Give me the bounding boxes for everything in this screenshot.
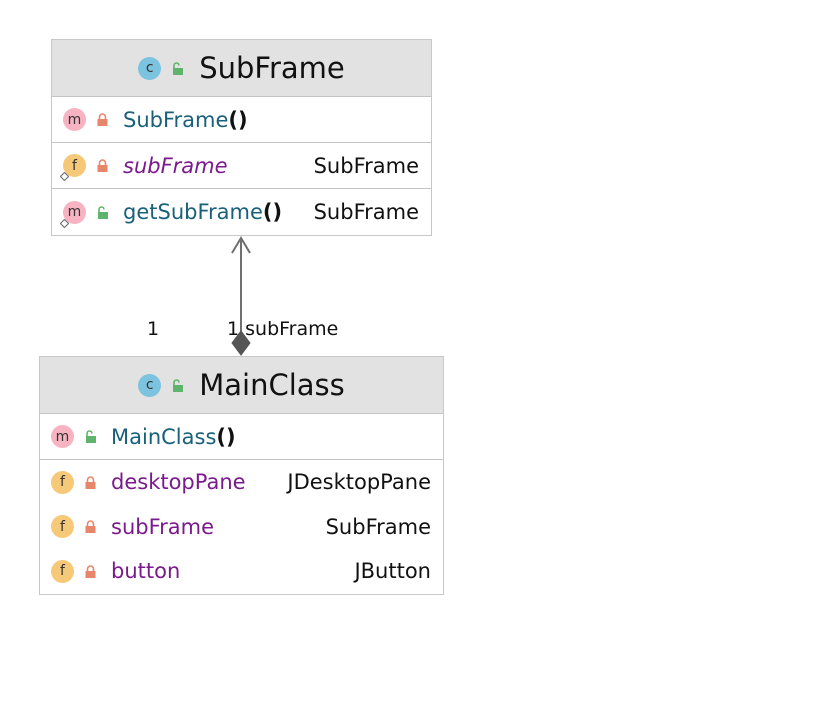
- method-return-type: SubFrame: [313, 200, 419, 224]
- method-row[interactable]: m getSubFrame() SubFrame: [52, 189, 431, 235]
- field-row[interactable]: f button JButton: [40, 549, 443, 594]
- override-icon: [60, 218, 69, 228]
- navigation-arrowhead: [231, 236, 251, 254]
- private-visibility-icon: [85, 565, 96, 578]
- private-visibility-icon: [97, 113, 108, 126]
- field-name: desktopPane: [111, 470, 246, 495]
- left-multiplicity-label: 1: [147, 318, 160, 340]
- public-visibility-icon: [98, 205, 108, 219]
- field-icon: f: [51, 515, 74, 539]
- field-icon: f: [51, 559, 74, 583]
- field-row[interactable]: f subFrame SubFrame: [52, 143, 431, 189]
- class-name: SubFrame: [199, 51, 345, 85]
- field-type: SubFrame: [313, 153, 419, 178]
- method-icon: m: [63, 108, 86, 131]
- association-role-label: 1 subFrame: [227, 318, 339, 340]
- public-visibility-icon: [86, 430, 96, 443]
- method-icon: m: [51, 425, 74, 448]
- private-visibility-icon: [85, 520, 96, 534]
- composition-diamond: [231, 330, 251, 356]
- public-visibility-icon: [173, 378, 184, 392]
- class-icon: c: [138, 56, 162, 80]
- private-visibility-icon: [97, 159, 108, 172]
- class-header: c SubFrame: [52, 40, 431, 97]
- field-type: SubFrame: [325, 514, 431, 539]
- field-icon: f: [51, 470, 74, 494]
- constructor-row[interactable]: m SubFrame(): [52, 97, 431, 143]
- field-name: subFrame: [111, 514, 215, 539]
- class-header: c MainClass: [40, 357, 443, 414]
- field-row[interactable]: f desktopPane JDesktopPane: [40, 460, 443, 505]
- method-icon: m: [60, 200, 86, 228]
- field-row[interactable]: f subFrame SubFrame: [40, 505, 443, 550]
- field-name: subFrame: [123, 153, 228, 178]
- constructor-name: SubFrame(): [123, 107, 248, 132]
- class-icon: c: [138, 373, 162, 397]
- field-type: JButton: [354, 559, 431, 584]
- class-mainclass[interactable]: c MainClass m MainClass() f desktopPane …: [39, 356, 444, 595]
- class-subframe[interactable]: c SubFrame m SubFrame() f subFrame SubFr…: [51, 39, 432, 236]
- field-type: JDesktopPane: [287, 470, 431, 495]
- field-icon: f: [60, 154, 86, 181]
- private-visibility-icon: [85, 476, 96, 489]
- override-icon: [60, 172, 69, 181]
- fields-section: f desktopPane JDesktopPane f subFrame Su…: [40, 460, 443, 594]
- class-name: MainClass: [199, 368, 345, 402]
- field-name: button: [111, 559, 181, 584]
- constructor-row[interactable]: m MainClass(): [40, 414, 443, 460]
- constructor-name: MainClass(): [111, 424, 236, 449]
- public-visibility-icon: [173, 61, 184, 75]
- method-name: getSubFrame(): [123, 200, 283, 224]
